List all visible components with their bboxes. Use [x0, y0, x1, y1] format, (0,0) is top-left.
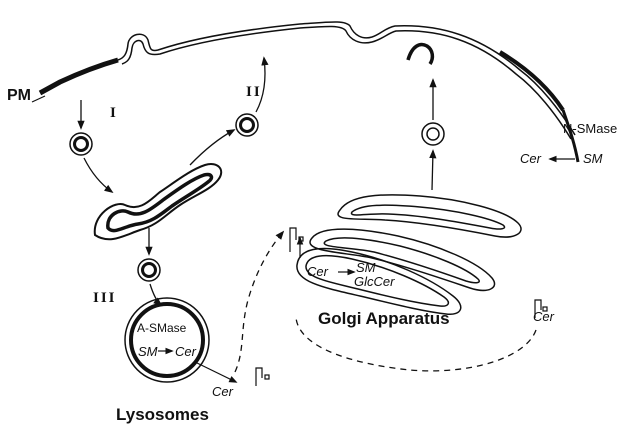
pathway-label-ii: II — [246, 84, 262, 100]
n-smase-label: N-SMase — [563, 121, 617, 136]
golgi-apparatus — [297, 195, 521, 314]
late-endosome-vesicle — [138, 259, 160, 281]
pm-lipid-cer-label: Cer — [533, 309, 555, 324]
pm-sm-label: SM — [583, 151, 603, 166]
sorting-endosome — [95, 164, 221, 239]
lysosomes-title: Lysosomes — [116, 405, 209, 424]
pm-label: PM — [7, 87, 31, 104]
lyso-cer-label: Cer — [175, 344, 197, 359]
route-lysosome-to-golgi — [235, 232, 283, 372]
arrow-vesicle-to-endosome — [84, 158, 112, 192]
a-smase-label: A-SMase — [137, 321, 187, 335]
lyso-sm-label: SM — [138, 344, 158, 359]
golgi-vesicle — [422, 123, 444, 145]
lysosome — [125, 298, 209, 382]
arrow-golgi-to-vesicle — [432, 151, 433, 190]
arrow-late-to-lysosome — [150, 284, 161, 305]
lyso-exit-arrow — [195, 362, 236, 382]
endocytic-vesicle — [70, 133, 92, 155]
golgi-glccer-label: GlcCer — [354, 274, 395, 289]
pm-cer-label: Cer — [520, 151, 542, 166]
pathway-label-iii: III — [93, 290, 117, 306]
arrow-endosome-to-recycling — [190, 130, 234, 165]
recycling-vesicle — [236, 114, 258, 136]
lysosome-lipid-icon — [256, 368, 269, 386]
golgi-sm-label: SM — [356, 260, 376, 275]
golgi-title: Golgi Apparatus — [318, 309, 450, 328]
golgi-cer-label: Cer — [307, 264, 329, 279]
golgi-lipid-icon — [290, 228, 303, 252]
lyso-lipid-cer-label: Cer — [212, 384, 234, 399]
plasma-membrane — [32, 22, 578, 162]
pathway-label-i: I — [110, 105, 118, 121]
